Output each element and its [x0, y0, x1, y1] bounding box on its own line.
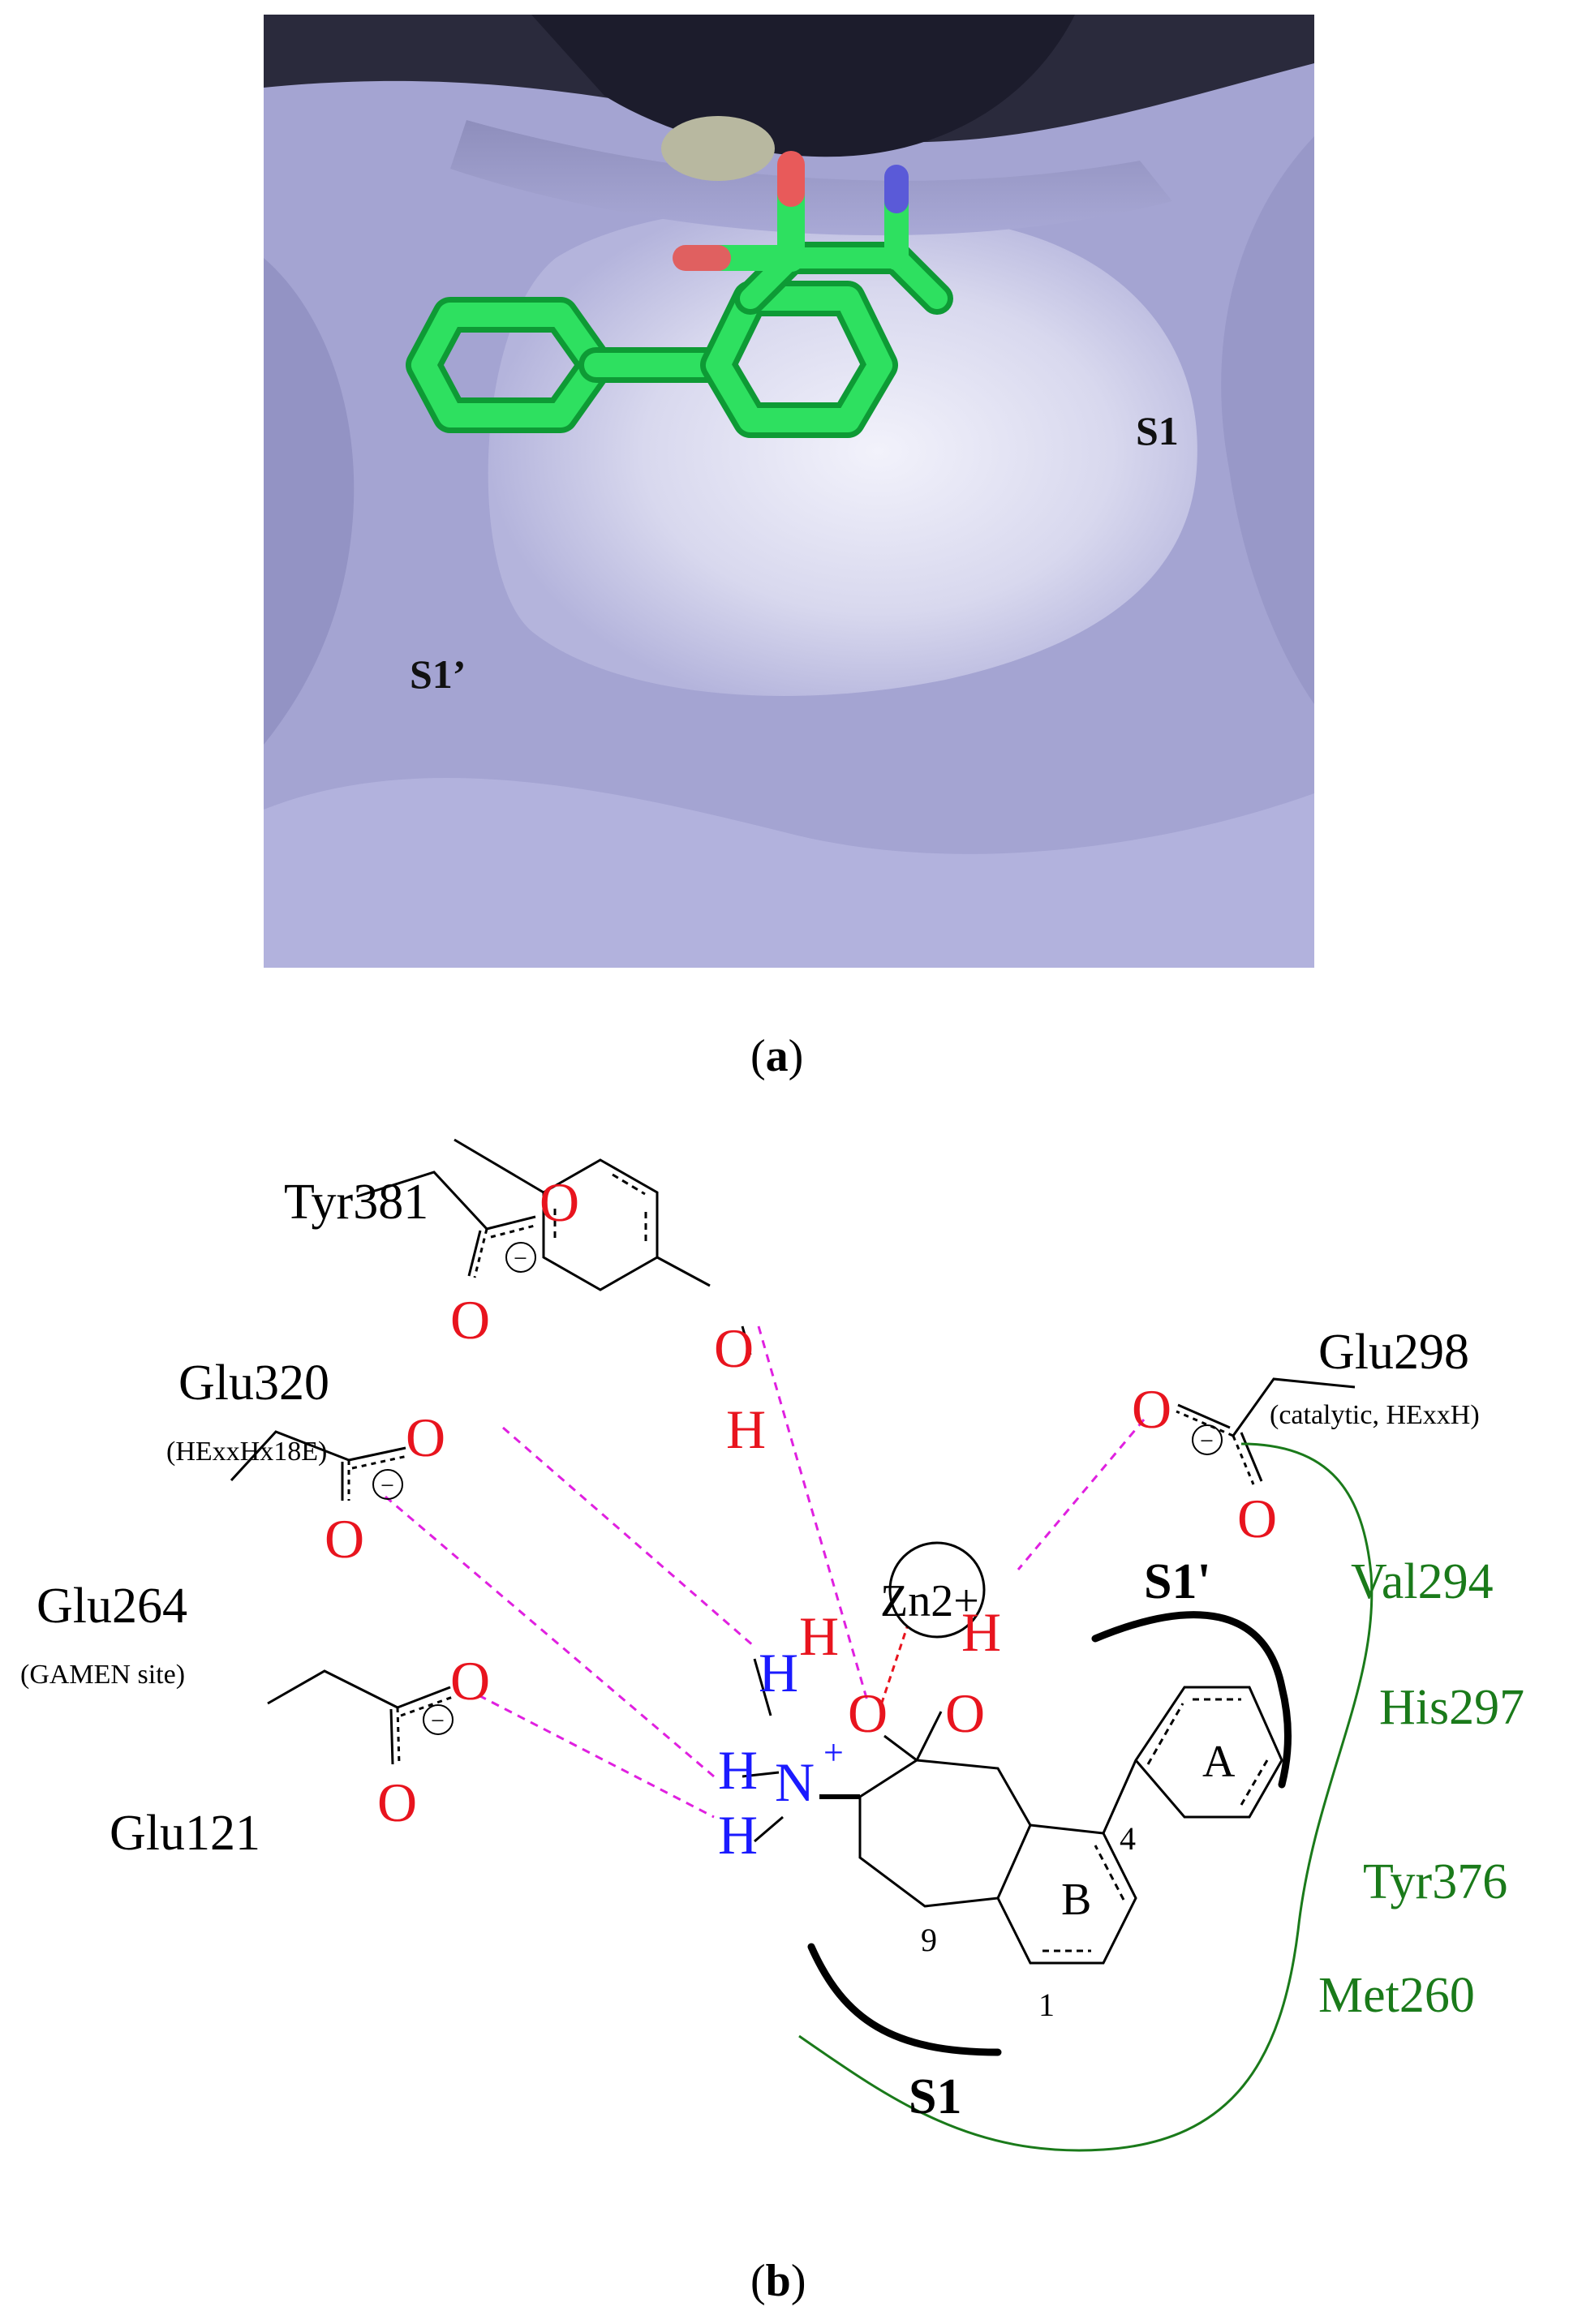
pocket-label-s1: S1	[1136, 408, 1179, 453]
pocket-boundary	[798, 1442, 1374, 2152]
note-glu264: (GAMEN site)	[20, 1660, 185, 1690]
pocket-cavity	[488, 206, 1197, 696]
svg-text:−: −	[380, 1472, 394, 1499]
subsite-arcs	[807, 1611, 1292, 2056]
atom-o-glu298-a: O	[1132, 1378, 1171, 1440]
atom-o-glu320-b: O	[450, 1289, 490, 1351]
svg-text:−: −	[431, 1708, 445, 1734]
svg-text:−: −	[1200, 1428, 1214, 1454]
residue-glu320: Glu320	[178, 1355, 329, 1411]
interaction-diagram: Zn2+ Tyr381 Glu320 Glu264 Glu121 Glu298 …	[0, 1119, 1582, 2247]
residue-glu298: Glu298	[1318, 1325, 1469, 1380]
residue-tyr376: Tyr376	[1363, 1854, 1507, 1909]
carboxylate-charges: − − − −	[372, 1242, 1223, 1735]
pocket-label-s1-prime: S1’	[410, 651, 466, 697]
atom-number-4: 4	[1120, 1820, 1136, 1857]
surface-fold-right	[1221, 136, 1314, 704]
atom-o-glu121-b: O	[377, 1772, 417, 1833]
atom-o-hydroxyl-b: O	[945, 1682, 985, 1744]
atom-h-hydroxyl-b: H	[961, 1601, 1001, 1663]
caption-a-letter: a	[765, 1031, 789, 1081]
atom-o-glu121-a: O	[450, 1650, 490, 1712]
residue-met260: Met260	[1318, 1968, 1475, 2023]
oxygen-atoms: O H O O O O O O O O H O H O	[325, 1171, 1277, 1833]
atom-o-glu264-a: O	[406, 1407, 445, 1468]
surface-fold-bottom	[264, 778, 1314, 968]
subsite-s1-prime: S1'	[1144, 1554, 1211, 1609]
atom-o-glu264-b: O	[325, 1508, 364, 1570]
residue-tyr381: Tyr381	[284, 1175, 428, 1230]
surface-fold-left	[264, 258, 355, 745]
ring-label-b: B	[1061, 1875, 1091, 1925]
atom-o-glu298-b: O	[1237, 1488, 1277, 1549]
atom-h-amine-2: H	[718, 1739, 758, 1801]
caption-b: (b)	[750, 2256, 806, 2306]
residue-glu264: Glu264	[37, 1579, 187, 1634]
svg-text:−: −	[514, 1245, 527, 1272]
zinc-label: Zn2+	[880, 1576, 979, 1626]
zinc-coordination-line	[879, 1622, 910, 1708]
atom-h-amine-3: H	[718, 1804, 758, 1866]
note-glu320: (HExxHx18E)	[166, 1437, 327, 1467]
residue-labels: Tyr381 Glu320 Glu264 Glu121 Glu298	[37, 1175, 1469, 1861]
atom-n-amine: N	[775, 1751, 815, 1813]
interaction-diagram-svg: Zn2+ Tyr381 Glu320 Glu264 Glu121 Glu298 …	[20, 1138, 1524, 2152]
note-glu298: (catalytic, HExxH)	[1270, 1400, 1480, 1430]
pocket-rendering: S1 S1’	[264, 15, 1314, 968]
amine-atoms: H H N + H	[718, 1642, 844, 1866]
atom-h-amine-1: H	[759, 1642, 798, 1703]
atom-h-tyr: H	[726, 1398, 766, 1460]
atom-number-1: 1	[1038, 1987, 1055, 2023]
residue-his297: His297	[1379, 1680, 1524, 1735]
atom-number-9: 9	[921, 1922, 937, 1958]
atom-o-hydroxyl-a: O	[848, 1682, 888, 1744]
residue-glu121: Glu121	[110, 1806, 260, 1861]
zinc-ion-circle	[888, 1541, 986, 1639]
ligand-sticks	[406, 151, 953, 438]
residue-notes: (HExxHx18E) (GAMEN site) (catalytic, HEx…	[20, 1400, 1480, 1690]
zinc-sphere	[661, 116, 775, 181]
pocket-rendering-svg: S1 S1’	[264, 15, 1314, 968]
atom-h-hydroxyl-a: H	[799, 1605, 839, 1667]
ligand-bonds	[230, 1138, 1356, 1965]
pocket-residue-labels: Val294 His297 Tyr376 Met260	[1318, 1554, 1524, 2023]
caption-a: (a)	[750, 1031, 804, 1081]
atom-n-charge: +	[823, 1733, 844, 1772]
subsite-s1: S1	[909, 2069, 961, 2124]
dark-cleft-deep	[531, 15, 1075, 157]
caption-b-letter: b	[765, 2256, 791, 2306]
ring-label-a: A	[1202, 1737, 1236, 1787]
residue-val294: Val294	[1351, 1554, 1494, 1609]
atom-o-glu320-a: O	[540, 1171, 579, 1233]
surface-ridge-top	[450, 120, 1172, 236]
atom-o-tyr: O	[714, 1317, 754, 1379]
hbond-lines	[385, 1325, 1146, 1819]
